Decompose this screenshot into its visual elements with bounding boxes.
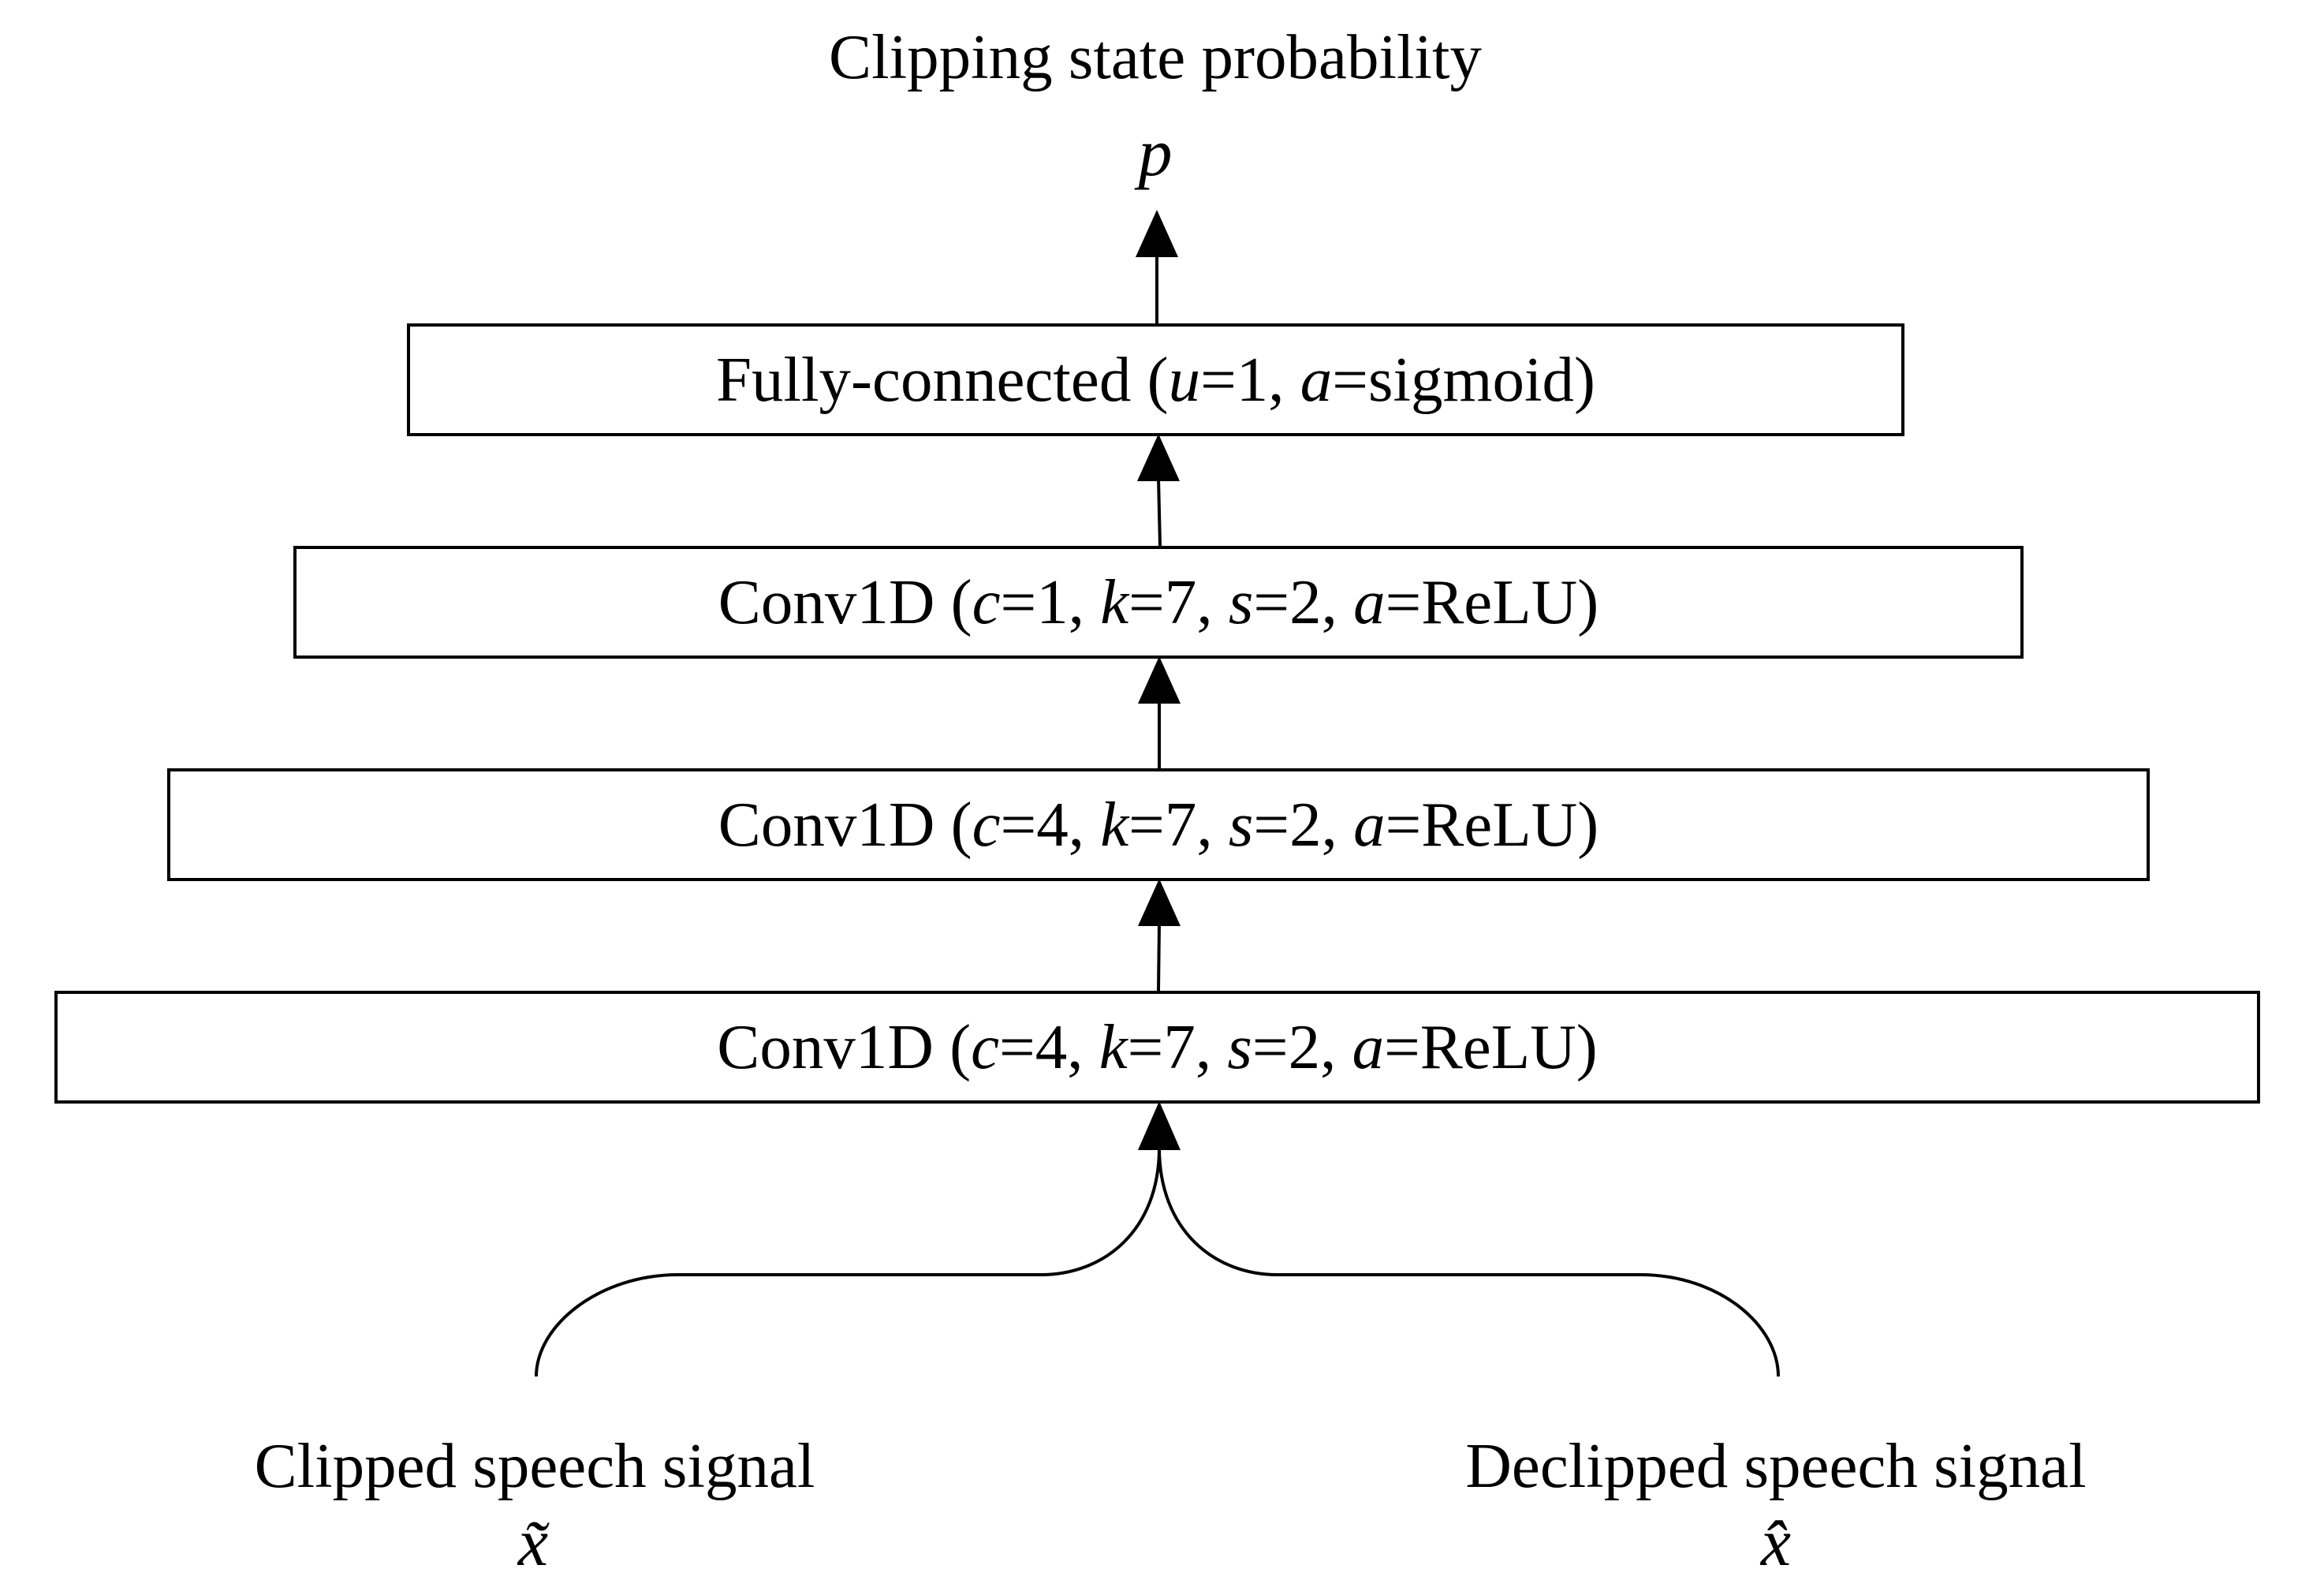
param-value: 1	[1236, 344, 1269, 415]
param-value: 1	[1036, 566, 1069, 637]
param-value: 2	[1289, 566, 1322, 637]
param-key: a	[1353, 789, 1386, 860]
brace-left	[535, 1147, 1161, 1377]
param-key: a	[1353, 566, 1386, 637]
param-key: k	[1100, 789, 1129, 860]
param-value: 7	[1164, 566, 1197, 637]
arrowhead-conv2	[1138, 656, 1181, 704]
param-value: 2	[1289, 789, 1322, 860]
param-value: ReLU	[1421, 566, 1578, 637]
layer-label: Conv1D (c=4, k=7, s=2, a=ReLU)	[718, 789, 1599, 860]
input-symbol-clipped: x̃	[517, 1504, 549, 1580]
arrow-shaft-conv3	[1157, 922, 1161, 992]
param-key: a	[1300, 344, 1333, 415]
param-key: c	[972, 566, 1001, 637]
layer-conv1d-2: Conv1D (c=4, k=7, s=2, a=ReLU)	[167, 768, 2150, 881]
input-symbol-declipped: x̂	[1760, 1504, 1792, 1580]
layer-conv1d-3: Conv1D (c=4, k=7, s=2, a=ReLU)	[54, 991, 2260, 1104]
arrowhead-output	[1136, 210, 1178, 257]
arrowhead-fc	[1137, 434, 1180, 481]
layer-fully-connected: Fully-connected (u=1, a=sigmoid)	[407, 323, 1904, 436]
layer-name: Fully-connected	[716, 344, 1132, 415]
param-key: c	[971, 1011, 1000, 1082]
param-key: s	[1228, 789, 1254, 860]
param-key: s	[1228, 566, 1254, 637]
layer-name: Conv1D	[718, 789, 935, 860]
output-symbol: p	[1138, 114, 1173, 190]
arrow-shaft-fc	[1157, 477, 1162, 547]
layer-label: Conv1D (c=1, k=7, s=2, a=ReLU)	[718, 566, 1599, 637]
param-value: 2	[1288, 1011, 1321, 1082]
arrowhead-conv3	[1138, 879, 1181, 926]
param-key: k	[1100, 566, 1129, 637]
param-value: 7	[1164, 789, 1197, 860]
param-value: ReLU	[1419, 1011, 1576, 1082]
param-value: 4	[1035, 1011, 1068, 1082]
layer-label: Conv1D (c=4, k=7, s=2, a=ReLU)	[717, 1011, 1598, 1082]
param-value: sigmoid	[1367, 344, 1574, 415]
param-key: u	[1168, 344, 1201, 415]
layer-conv1d-1: Conv1D (c=1, k=7, s=2, a=ReLU)	[293, 546, 2024, 659]
layer-name: Conv1D	[718, 566, 935, 637]
output-label: Clipping state probability	[829, 21, 1482, 92]
param-key: s	[1227, 1011, 1252, 1082]
param-key: a	[1352, 1011, 1385, 1082]
layer-label: Fully-connected (u=1, a=sigmoid)	[716, 344, 1595, 415]
param-value: 4	[1036, 789, 1069, 860]
param-value: 7	[1163, 1011, 1196, 1082]
param-value: ReLU	[1421, 789, 1578, 860]
param-key: k	[1099, 1011, 1128, 1082]
arrowhead-input	[1138, 1101, 1181, 1150]
input-label-declipped: Declipped speech signal	[1465, 1430, 2087, 1501]
param-key: c	[972, 789, 1001, 860]
brace-right	[1158, 1147, 1780, 1377]
layer-name: Conv1D	[717, 1011, 934, 1082]
input-label-clipped: Clipped speech signal	[254, 1430, 815, 1501]
